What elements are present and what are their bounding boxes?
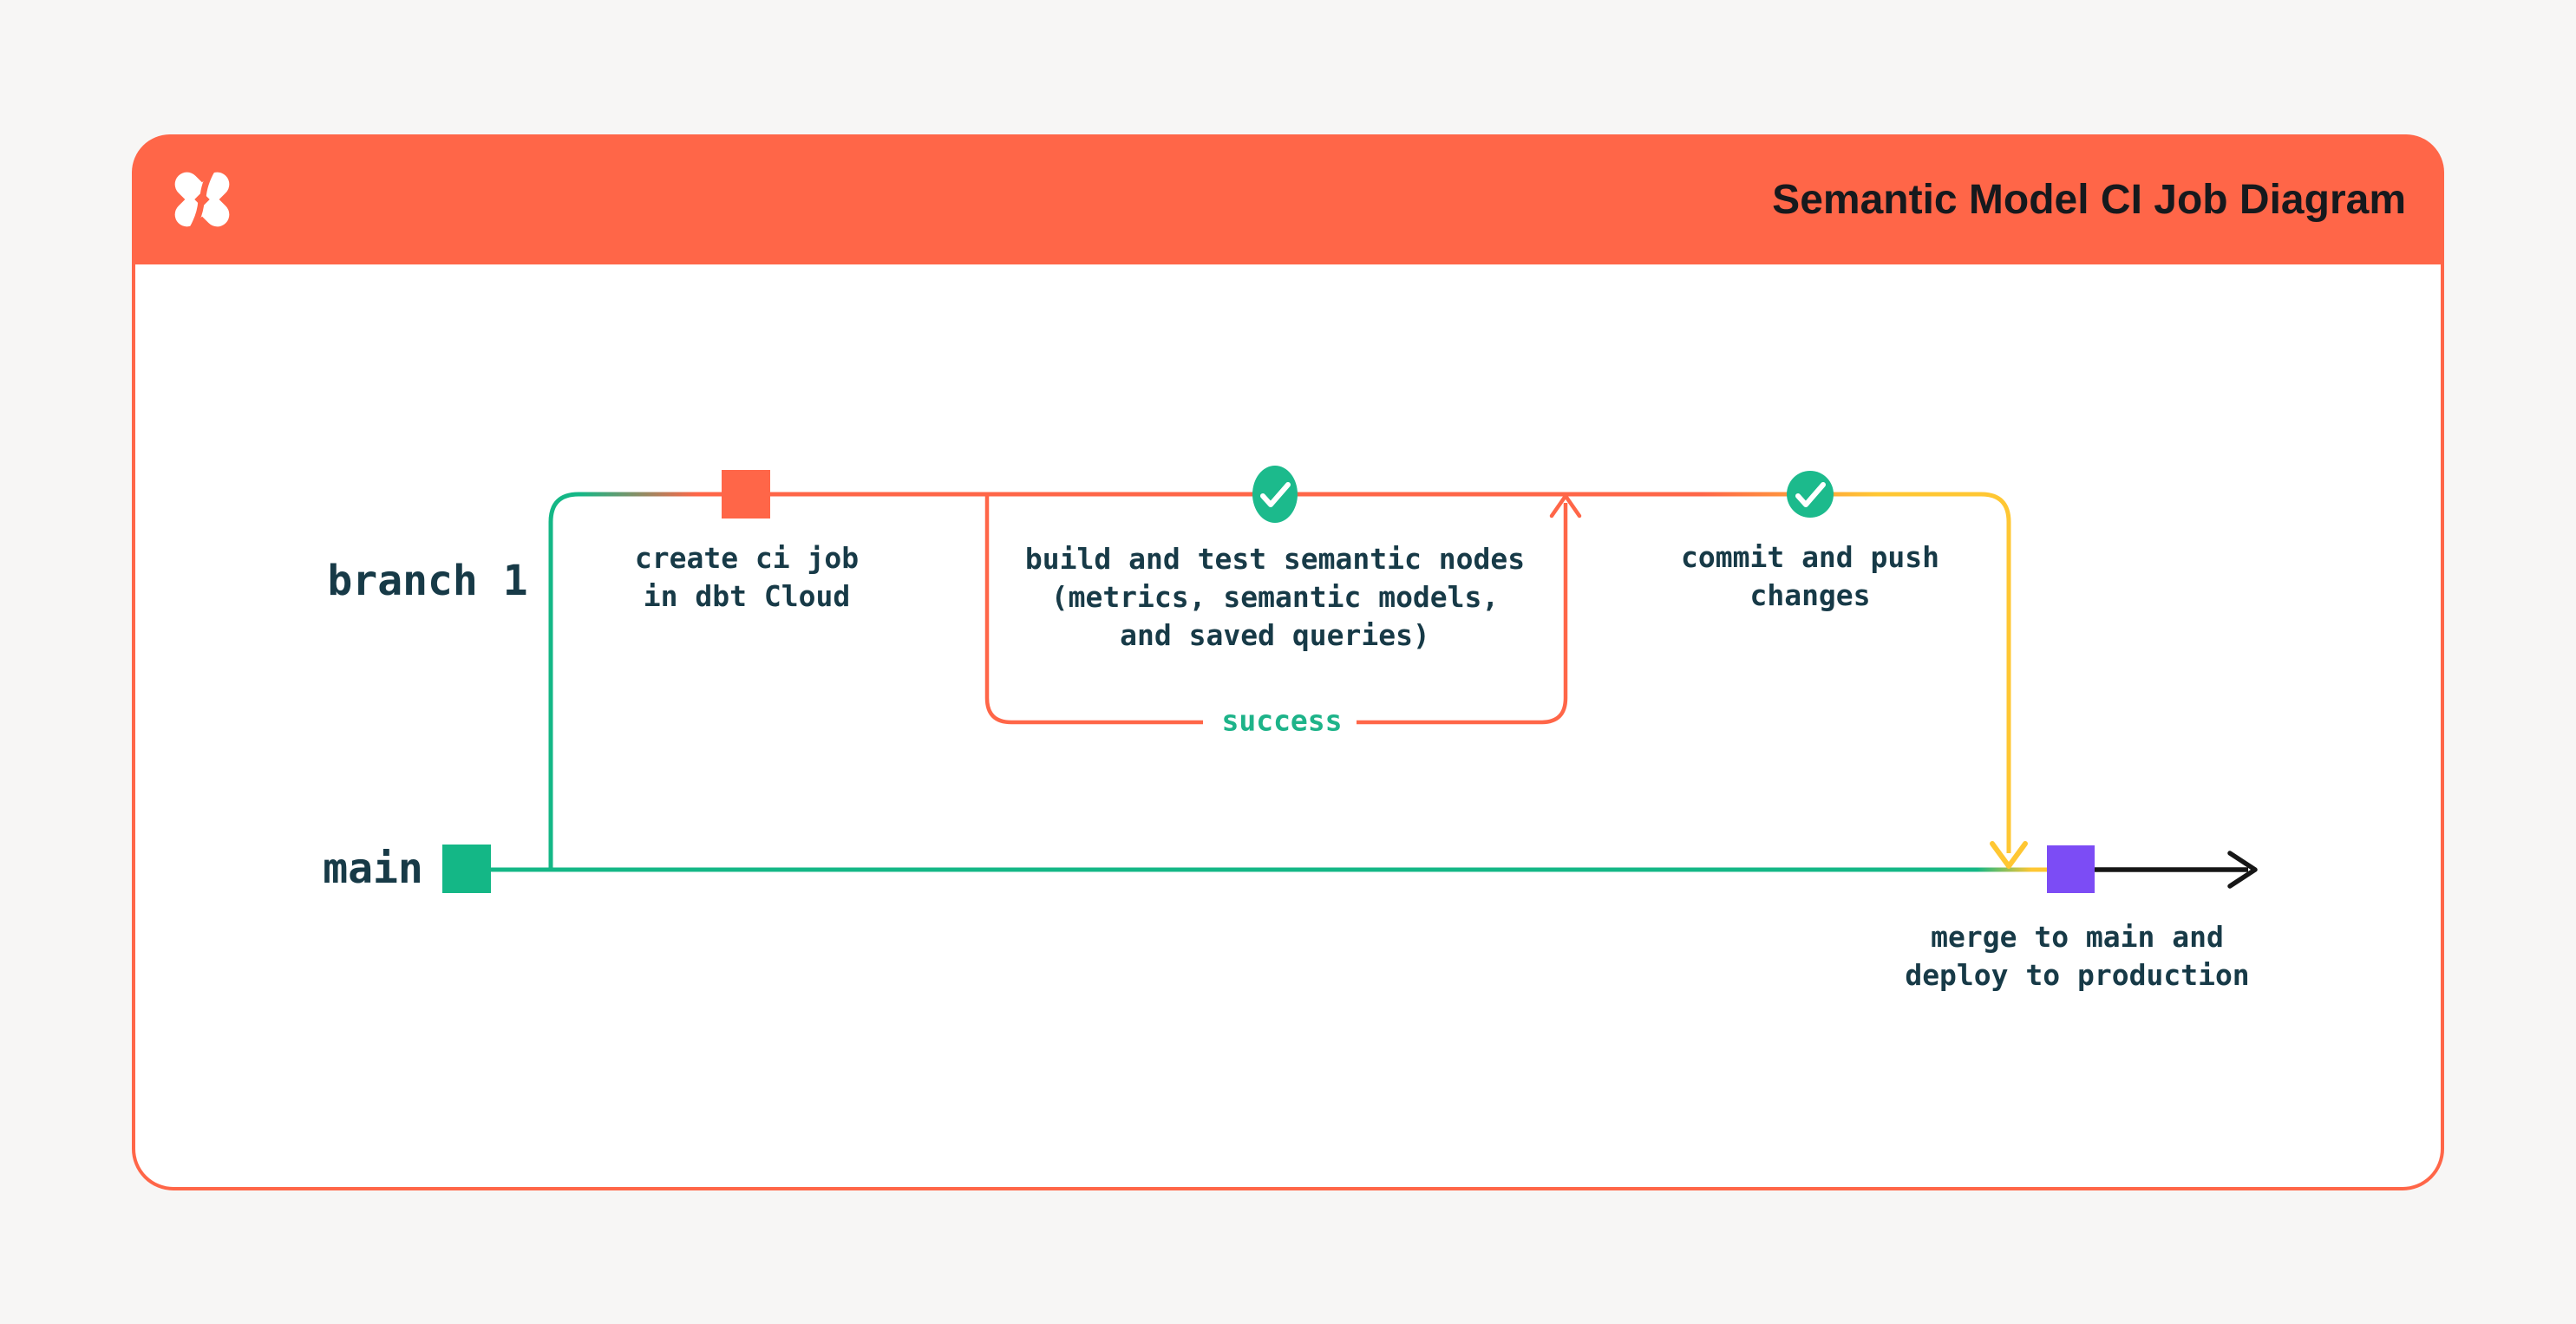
dbt-logo-icon bbox=[174, 167, 230, 232]
create-ci-job-commit-square bbox=[722, 470, 770, 519]
node-label-merge-deploy: merge to main and deploy to production bbox=[1905, 918, 2249, 995]
node-label-line: merge to main and bbox=[1931, 920, 2224, 954]
node-label-build-test-semantic-nodes: build and test semantic nodes (metrics, … bbox=[1025, 540, 1525, 655]
node-label-line: build and test semantic nodes bbox=[1024, 542, 1526, 576]
commit-push-check-circle bbox=[1787, 471, 1834, 518]
node-label-line: changes bbox=[1749, 578, 1871, 612]
merge-down-arrowhead-icon bbox=[1990, 841, 2028, 869]
build-test-check-circle bbox=[1252, 466, 1298, 523]
merge-commit-square bbox=[2047, 845, 2095, 893]
node-label-line: create ci job bbox=[634, 541, 860, 575]
node-label-line: deploy to production bbox=[1905, 958, 2250, 992]
branch-1-label: branch 1 bbox=[327, 557, 528, 605]
check-icon bbox=[1795, 482, 1826, 507]
check-icon bbox=[1260, 482, 1291, 507]
diagram-card bbox=[132, 134, 2444, 1190]
node-label-create-ci-job: create ci job in dbt Cloud bbox=[635, 539, 859, 616]
main-commit-square bbox=[442, 845, 491, 893]
node-label-line: commit and push bbox=[1680, 540, 1940, 574]
node-label-line: in dbt Cloud bbox=[643, 579, 851, 613]
main-label: main bbox=[323, 845, 423, 893]
success-loop-left bbox=[984, 496, 1203, 725]
node-label-line: and saved queries) bbox=[1120, 618, 1430, 652]
header-bar: Semantic Model CI Job Diagram bbox=[132, 134, 2444, 264]
success-label: success bbox=[1221, 703, 1343, 738]
success-loop-up-arrowhead-icon bbox=[1549, 493, 1582, 519]
success-loop-right bbox=[1357, 503, 1568, 725]
node-label-commit-push: commit and push changes bbox=[1681, 538, 1939, 615]
production-arrowhead-icon bbox=[2227, 851, 2258, 889]
page-title: Semantic Model CI Job Diagram bbox=[1772, 176, 2406, 223]
node-label-line: (metrics, semantic models, bbox=[1050, 580, 1500, 614]
